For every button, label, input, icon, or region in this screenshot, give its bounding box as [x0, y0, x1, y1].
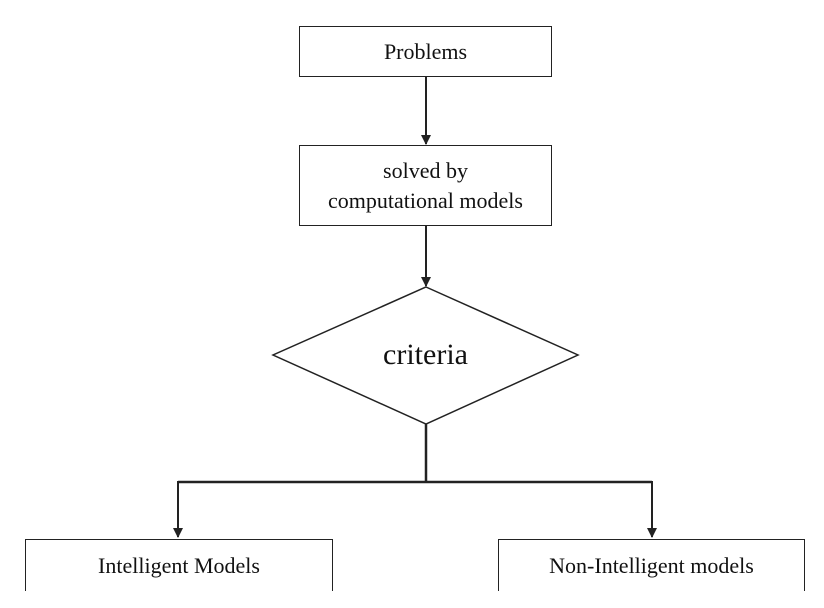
non-intelligent-models-label: Non-Intelligent models	[549, 552, 754, 578]
intelligent-models-label: Intelligent Models	[98, 552, 260, 578]
problems-label: Problems	[383, 38, 468, 64]
problems-box: Problems	[299, 26, 552, 77]
non-intelligent-models-box: Non-Intelligent models	[498, 539, 805, 591]
solved-by-box: solved by computational models	[299, 145, 552, 226]
solved-label-line1: solved by	[383, 157, 468, 183]
solved-label-line2: computational models	[328, 187, 523, 213]
criteria-label: criteria	[383, 338, 468, 371]
intelligent-models-box: Intelligent Models	[25, 539, 333, 591]
